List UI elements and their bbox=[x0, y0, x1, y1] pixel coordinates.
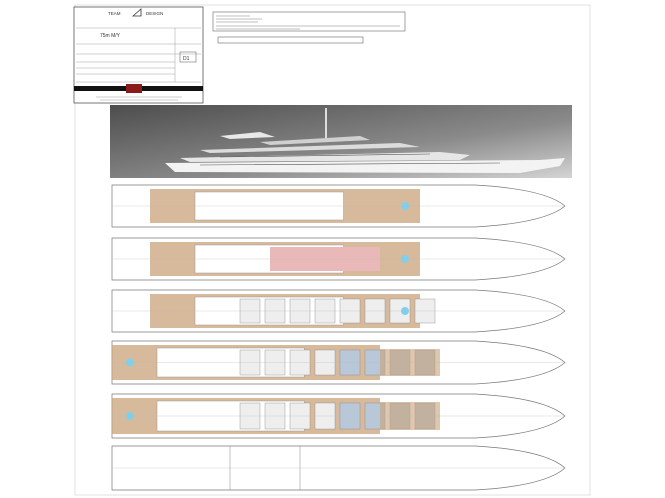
legend-strip bbox=[217, 36, 364, 44]
brand-right: DESIGN bbox=[146, 11, 163, 16]
title-block: TEAM DESIGN 75m M/Y D1 bbox=[73, 6, 204, 104]
sheet-frame bbox=[74, 4, 591, 496]
deck-plan-sun-deck bbox=[111, 184, 566, 228]
project-name: 75m M/Y bbox=[100, 33, 121, 39]
sheet-number: D1 bbox=[183, 56, 190, 62]
brand-left: TEAM bbox=[108, 11, 121, 16]
exterior-render bbox=[110, 105, 572, 178]
deck-plan-main-deck bbox=[111, 340, 566, 385]
company-logo bbox=[126, 84, 142, 93]
deck-plan-upper-deck bbox=[111, 289, 566, 333]
logo-icon bbox=[131, 8, 142, 17]
deck-plan-tank-top bbox=[111, 445, 566, 491]
notes-box bbox=[212, 11, 406, 32]
deck-plan-lower-deck bbox=[111, 393, 566, 439]
deck-plan-bridge-deck bbox=[111, 237, 566, 281]
